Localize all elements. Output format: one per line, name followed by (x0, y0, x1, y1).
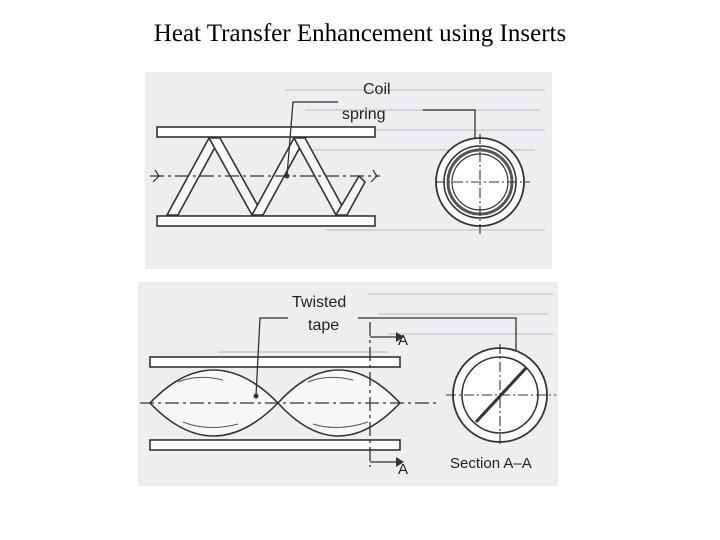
tape-leader-dot (253, 393, 259, 399)
section-arrow-bottom-head (396, 457, 404, 467)
coil-label-line2: spring (342, 106, 386, 123)
twisted-tape-diagram: A A Twisted tape Section A–A (140, 293, 556, 478)
twisted-tape-figure: A A Twisted tape Section A–A (138, 282, 558, 486)
tape-tube-wall-lower (149, 439, 401, 451)
coil-spring-figure: Coil spring (145, 72, 552, 269)
section-leader-line (423, 109, 476, 147)
coil-leader-line (286, 101, 338, 177)
tape-label-line2: tape (308, 317, 339, 334)
tape-section-leader-line (358, 317, 517, 354)
break-mark-right (370, 169, 378, 183)
tube-wall-upper (156, 126, 376, 138)
section-arrow-top-head (396, 332, 404, 342)
tape-cross-section (446, 344, 556, 447)
break-mark-left (152, 169, 160, 183)
section-marker-top: A (398, 332, 408, 349)
coil-label-line1: Coil (363, 81, 391, 98)
twisted-tape-lobes (148, 369, 402, 437)
section-marker-bottom: A (398, 461, 408, 478)
tape-leader-line (255, 317, 288, 397)
coil-spring-diagram: Coil spring (150, 81, 545, 237)
section-caption: Section A–A (450, 455, 532, 472)
page-title: Heat Transfer Enhancement using Inserts (153, 20, 567, 47)
tape-label-line1: Twisted (292, 294, 346, 311)
tube-wall-lower (156, 215, 376, 227)
leader-dot (284, 173, 290, 179)
coil-cross-section (435, 134, 530, 237)
twisted-tape-shading (177, 376, 369, 428)
tape-tube-wall-upper (149, 356, 401, 368)
background-texture (218, 293, 553, 353)
